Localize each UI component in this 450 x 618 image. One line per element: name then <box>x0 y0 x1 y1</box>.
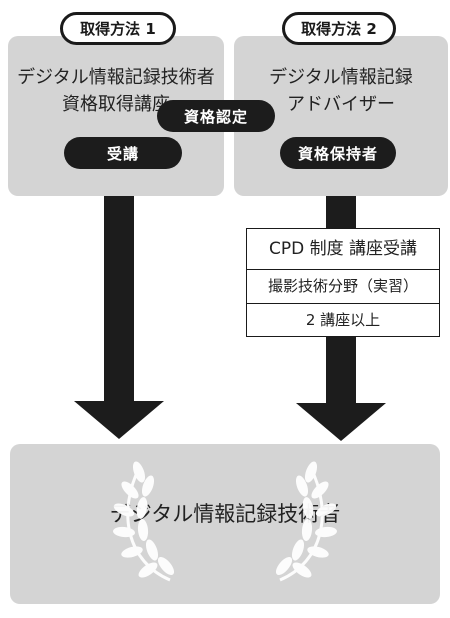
result-card: デジタル情報記録技術者 <box>10 444 440 604</box>
laurel-wreath-icon <box>113 461 337 582</box>
arrow-1-shaft <box>104 196 134 402</box>
method-2-tab: 取得方法 2 <box>282 12 396 45</box>
method-2-title: デジタル情報記録 アドバイザー <box>269 67 413 115</box>
method-1-tab: 取得方法 1 <box>60 12 176 45</box>
result-pill: 資格認定 <box>157 100 275 132</box>
result-title: デジタル情報記録技術者 <box>109 502 341 526</box>
method-2-pill: 資格保持者 <box>280 137 396 169</box>
requirement-row: 2 講座以上 <box>247 303 439 336</box>
requirement-row: CPD 制度 講座受講 <box>268 239 418 259</box>
method-1-title: デジタル情報記録技術者 資格取得講座 <box>17 67 215 115</box>
method-1-pill: 受講 <box>64 137 182 169</box>
arrow-1-head <box>74 401 164 439</box>
requirements-box: CPD 制度 講座受講 撮影技術分野（実習） 2 講座以上 <box>246 228 440 337</box>
arrow-2-head <box>296 403 386 441</box>
requirement-row: 撮影技術分野（実習） <box>247 269 439 303</box>
method-2-card: デジタル情報記録 アドバイザー 資格保持者 <box>234 36 448 196</box>
